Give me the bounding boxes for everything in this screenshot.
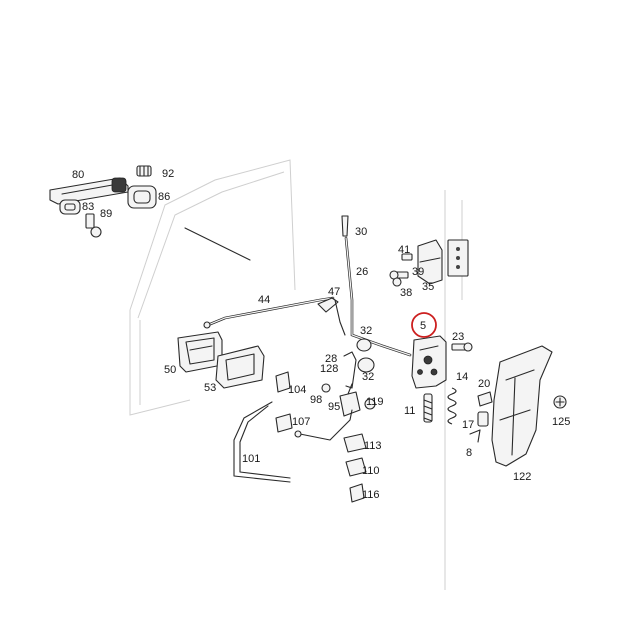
screw-125	[553, 395, 567, 409]
label-26: 26	[356, 266, 368, 278]
grommet-116	[349, 483, 365, 503]
label-122: 122	[513, 471, 531, 483]
gasket-86	[127, 185, 157, 209]
label-8: 8	[466, 447, 472, 459]
clip-20	[477, 391, 493, 407]
label-113: 113	[364, 440, 382, 452]
label-20: 20	[478, 378, 490, 390]
label-50: 50	[164, 364, 176, 376]
label-30: 30	[355, 226, 367, 238]
label-119: 119	[366, 396, 384, 408]
label-101: 101	[242, 453, 260, 465]
label-80: 80	[72, 169, 84, 181]
label-104: 104	[288, 384, 306, 396]
screw-41	[401, 253, 413, 261]
gasket-83	[59, 199, 81, 215]
label-23: 23	[452, 331, 464, 343]
label-11: 11	[404, 405, 415, 417]
lock-highlight-circle	[411, 312, 437, 338]
grommet-107	[275, 413, 293, 433]
clip-104	[275, 371, 291, 393]
label-17: 17	[462, 419, 474, 431]
label-28: 28	[325, 353, 337, 365]
guide-32a	[356, 338, 372, 352]
label-41: 41	[398, 244, 410, 256]
label-110: 110	[362, 465, 380, 477]
inside-handle-50	[177, 331, 223, 373]
label-32-upper: 32	[360, 325, 372, 337]
label-116: 116	[362, 489, 380, 501]
lock-cylinder-35	[417, 239, 443, 285]
label-107: 107	[292, 416, 310, 428]
cover-122	[491, 345, 553, 467]
screw-39	[389, 270, 409, 280]
label-92: 92	[162, 168, 174, 180]
clip-28	[343, 351, 357, 389]
screw-92	[136, 165, 152, 177]
label-89: 89	[100, 208, 112, 220]
clip-47	[317, 297, 346, 336]
label-47: 47	[328, 286, 340, 298]
label-38: 38	[400, 287, 412, 299]
screw-98	[321, 383, 331, 393]
label-14: 14	[456, 371, 468, 383]
screw-23	[451, 342, 473, 352]
door-lock-5	[411, 335, 447, 389]
guide-32b	[357, 357, 375, 373]
bolt-89	[85, 213, 102, 238]
door-outline	[129, 159, 463, 590]
bezel-53	[215, 345, 265, 389]
label-35: 35	[422, 281, 434, 293]
label-95: 95	[328, 401, 340, 413]
grommet-110	[345, 457, 367, 477]
label-98: 98	[310, 394, 322, 406]
spring-14	[447, 387, 457, 425]
screw-11	[423, 393, 433, 423]
label-44: 44	[258, 294, 270, 306]
label-86: 86	[158, 191, 170, 203]
connecting-rod-44	[203, 296, 335, 329]
hinge	[447, 239, 469, 277]
label-125: 125	[552, 416, 570, 428]
rivet-17	[477, 411, 489, 427]
actuator-95	[339, 383, 361, 417]
label-39: 39	[412, 266, 424, 278]
label-83: 83	[82, 201, 94, 213]
label-32-lower: 32	[362, 371, 374, 383]
cable	[294, 409, 353, 441]
label-53: 53	[204, 382, 216, 394]
seal-101	[233, 401, 291, 483]
outside-door-handle	[49, 177, 129, 205]
nut-38	[392, 277, 402, 287]
grommet-113	[343, 433, 367, 453]
bushing-119	[364, 398, 376, 410]
label-128: 128	[320, 363, 338, 375]
locking-rod-26	[344, 236, 412, 357]
pin-8	[469, 429, 481, 443]
label-5: 5	[420, 320, 426, 332]
locking-button-30	[341, 215, 349, 237]
part-labels: 80 92 86 83 89 30 26 41 39 38 35 44 47 5…	[72, 168, 570, 501]
